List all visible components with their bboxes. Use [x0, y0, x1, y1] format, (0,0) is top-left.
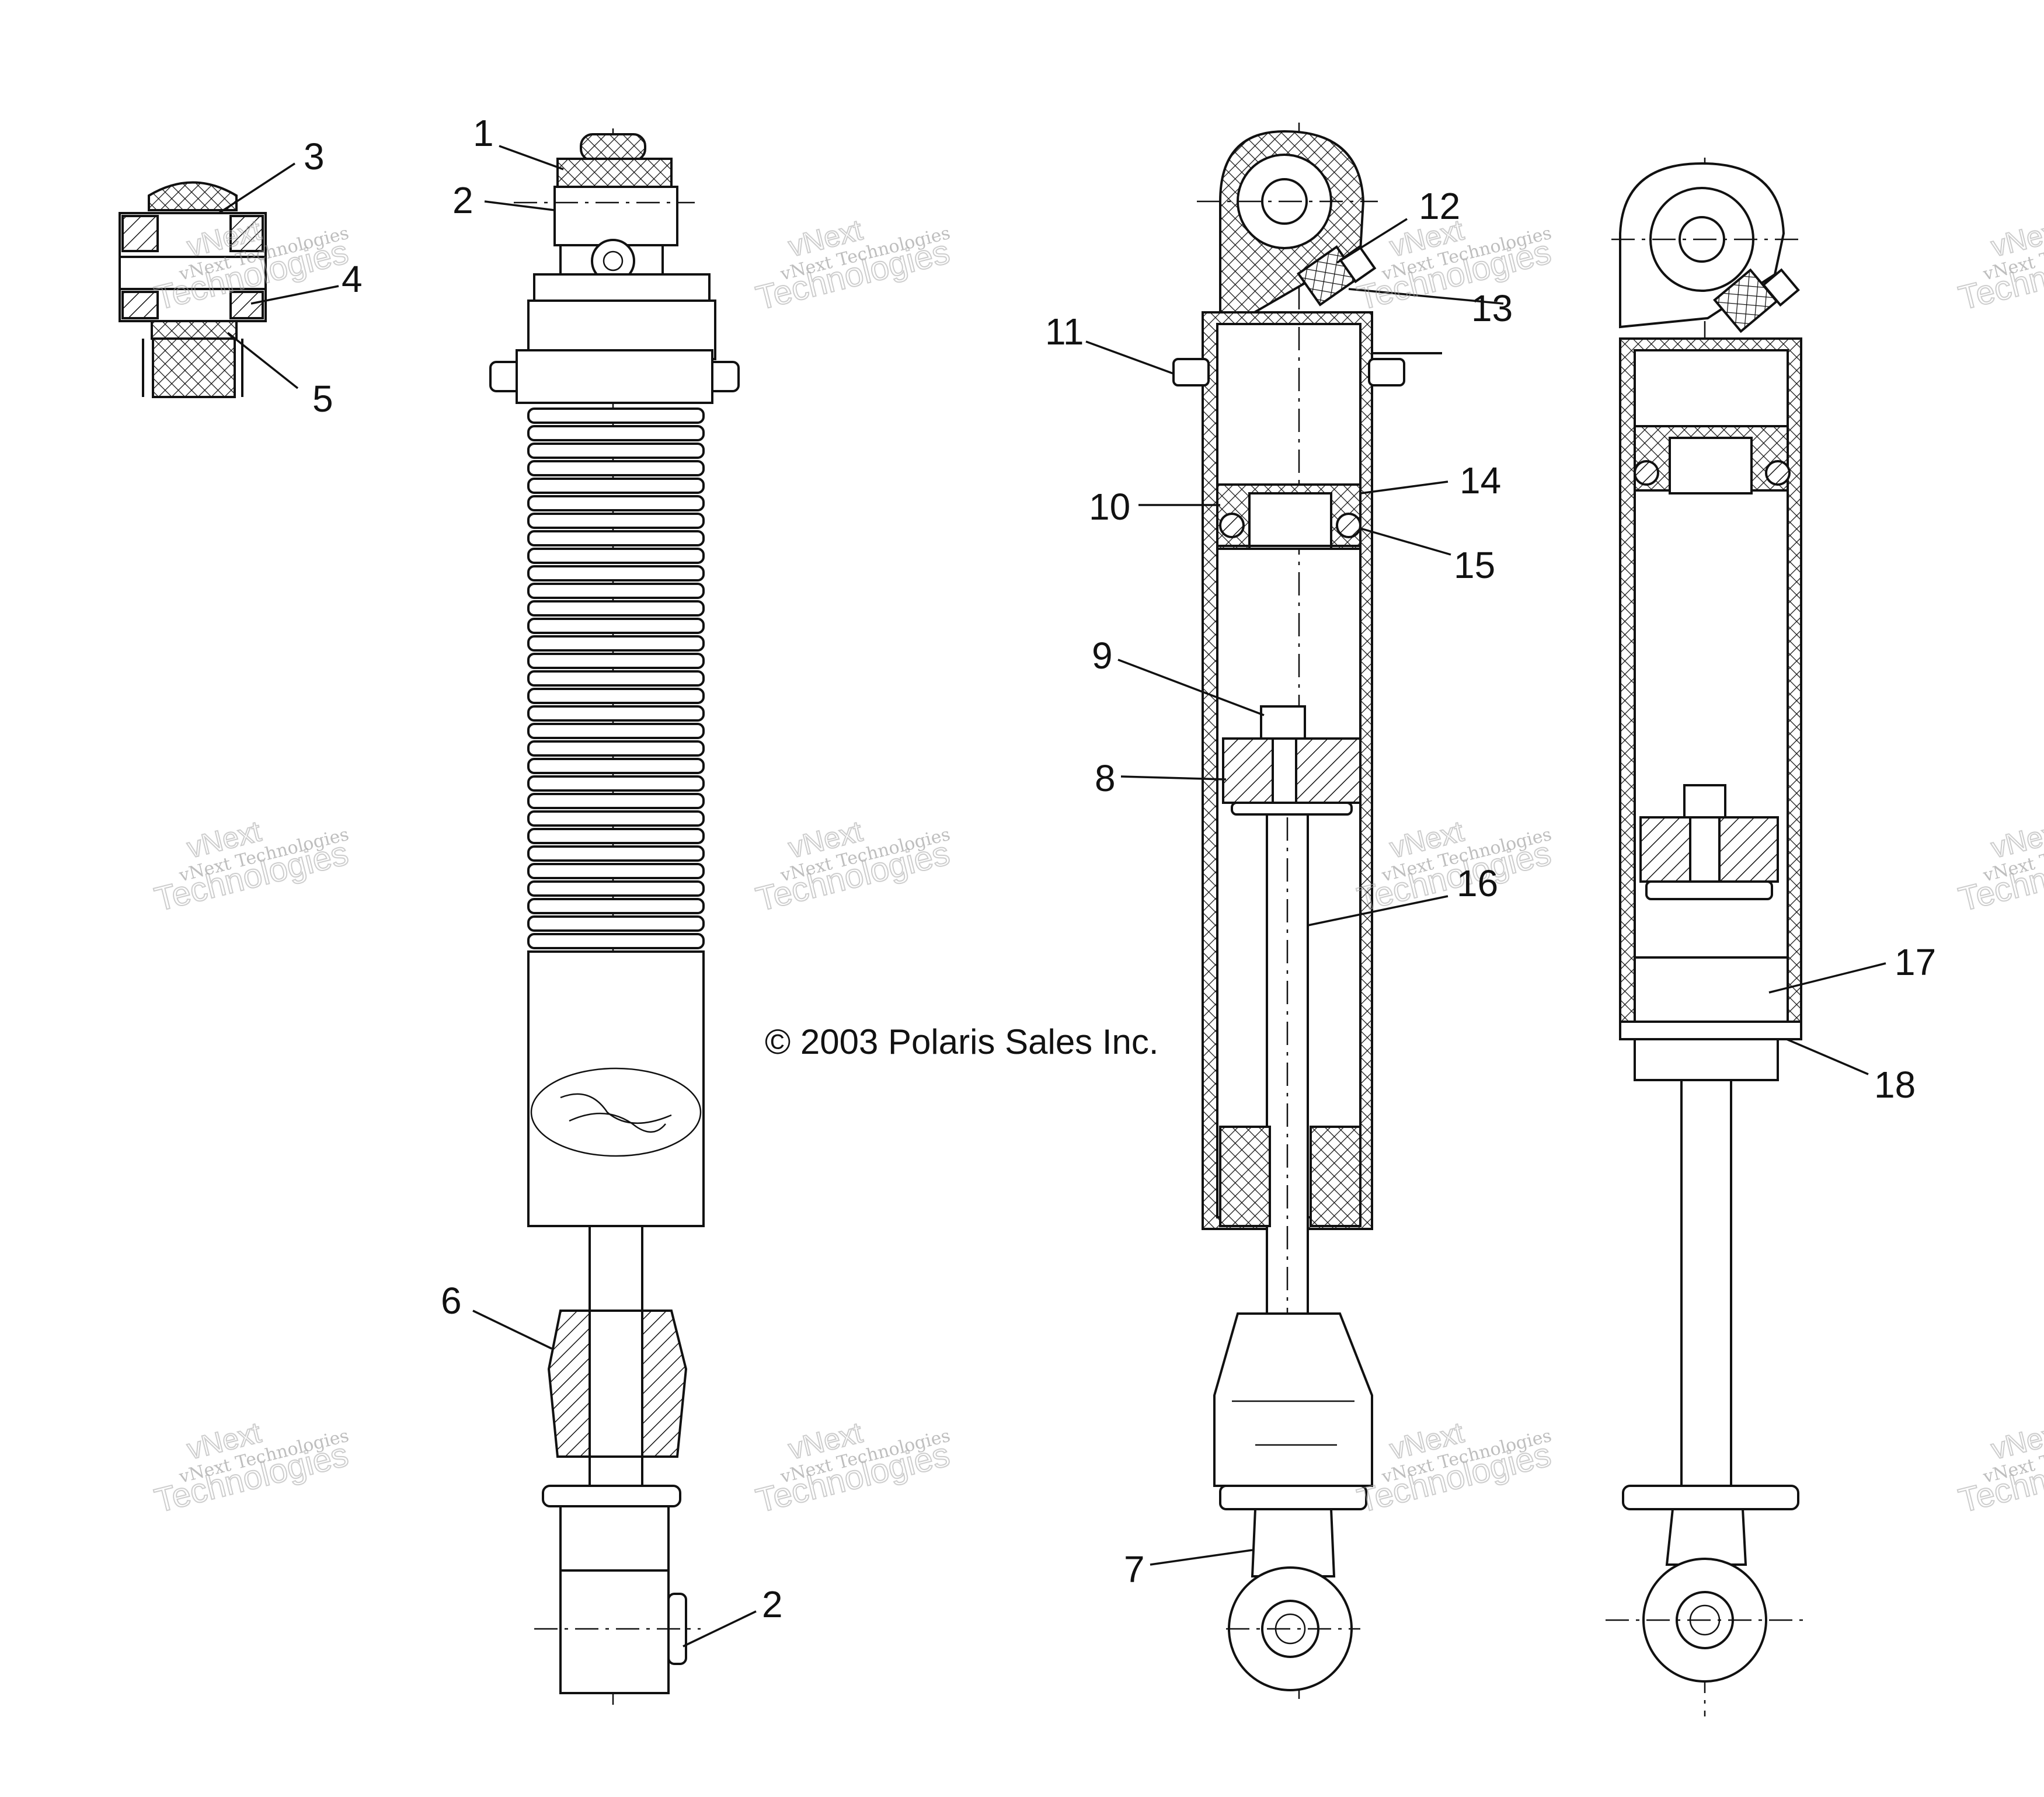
- shock-exterior-view: [489, 128, 740, 1711]
- callout-13: 13: [1471, 287, 1513, 329]
- callout-labels: 1 2 3 4 5 6 2 11 12 13 14 10 15 9 8 16 7…: [304, 112, 1936, 1625]
- spring-coil: [527, 425, 705, 441]
- spring-coil: [527, 565, 705, 581]
- spring-coil: [527, 670, 705, 687]
- callout-17: 17: [1895, 941, 1936, 983]
- spring-coils: [527, 408, 705, 949]
- spring-coil: [527, 810, 705, 827]
- callout-11: 11: [1045, 311, 1084, 353]
- spring-coil: [527, 863, 705, 879]
- callout-3: 3: [304, 135, 325, 177]
- callout-5: 5: [312, 378, 333, 420]
- spring-coil: [527, 880, 705, 897]
- spring-coil: [527, 600, 705, 617]
- spring-coil: [527, 478, 705, 494]
- callout-12: 12: [1419, 185, 1460, 227]
- callout-15: 15: [1454, 544, 1495, 586]
- callout-leader-lines: [218, 145, 1886, 1648]
- spring-coil: [527, 775, 705, 792]
- spring-coil: [527, 793, 705, 809]
- spring-coil: [527, 530, 705, 546]
- callout-4: 4: [342, 258, 363, 300]
- spring-coil: [527, 460, 705, 476]
- spring-coil: [527, 828, 705, 844]
- spring-coil: [527, 635, 705, 652]
- spring-coil: [527, 688, 705, 704]
- spring-coil: [527, 443, 705, 459]
- spring-coil: [527, 898, 705, 914]
- spring-coil: [527, 845, 705, 862]
- spring-coil: [527, 723, 705, 739]
- spring-coil: [527, 548, 705, 564]
- spring-coil: [527, 513, 705, 529]
- shock-cross-section-view: [1172, 123, 1442, 1705]
- spring-coil: [527, 618, 705, 634]
- callout-8: 8: [1095, 757, 1116, 799]
- callout-2-bottom: 2: [762, 1583, 783, 1625]
- spring-coil: [527, 740, 705, 757]
- callout-6: 6: [441, 1280, 462, 1322]
- spring-coil: [527, 758, 705, 774]
- spring-coil: [527, 408, 705, 424]
- callout-9: 9: [1092, 635, 1113, 677]
- spring-coil: [527, 495, 705, 511]
- spring-coil: [527, 933, 705, 949]
- callout-14: 14: [1460, 459, 1501, 502]
- spring-coil: [527, 705, 705, 722]
- copyright-notice: © 2003 Polaris Sales Inc.: [765, 1022, 1159, 1061]
- bushing-detail-view: [119, 181, 267, 398]
- callout-2-top: 2: [452, 179, 473, 221]
- spring-coil: [527, 653, 705, 669]
- spring-coil: [527, 915, 705, 932]
- callout-18: 18: [1874, 1064, 1916, 1106]
- spring-coil: [527, 583, 705, 599]
- callout-7: 7: [1124, 1548, 1145, 1590]
- shock-reservoir-section-view: [1606, 158, 1810, 1716]
- callout-16: 16: [1457, 862, 1498, 904]
- callout-10: 10: [1089, 486, 1130, 528]
- callout-1: 1: [473, 112, 494, 154]
